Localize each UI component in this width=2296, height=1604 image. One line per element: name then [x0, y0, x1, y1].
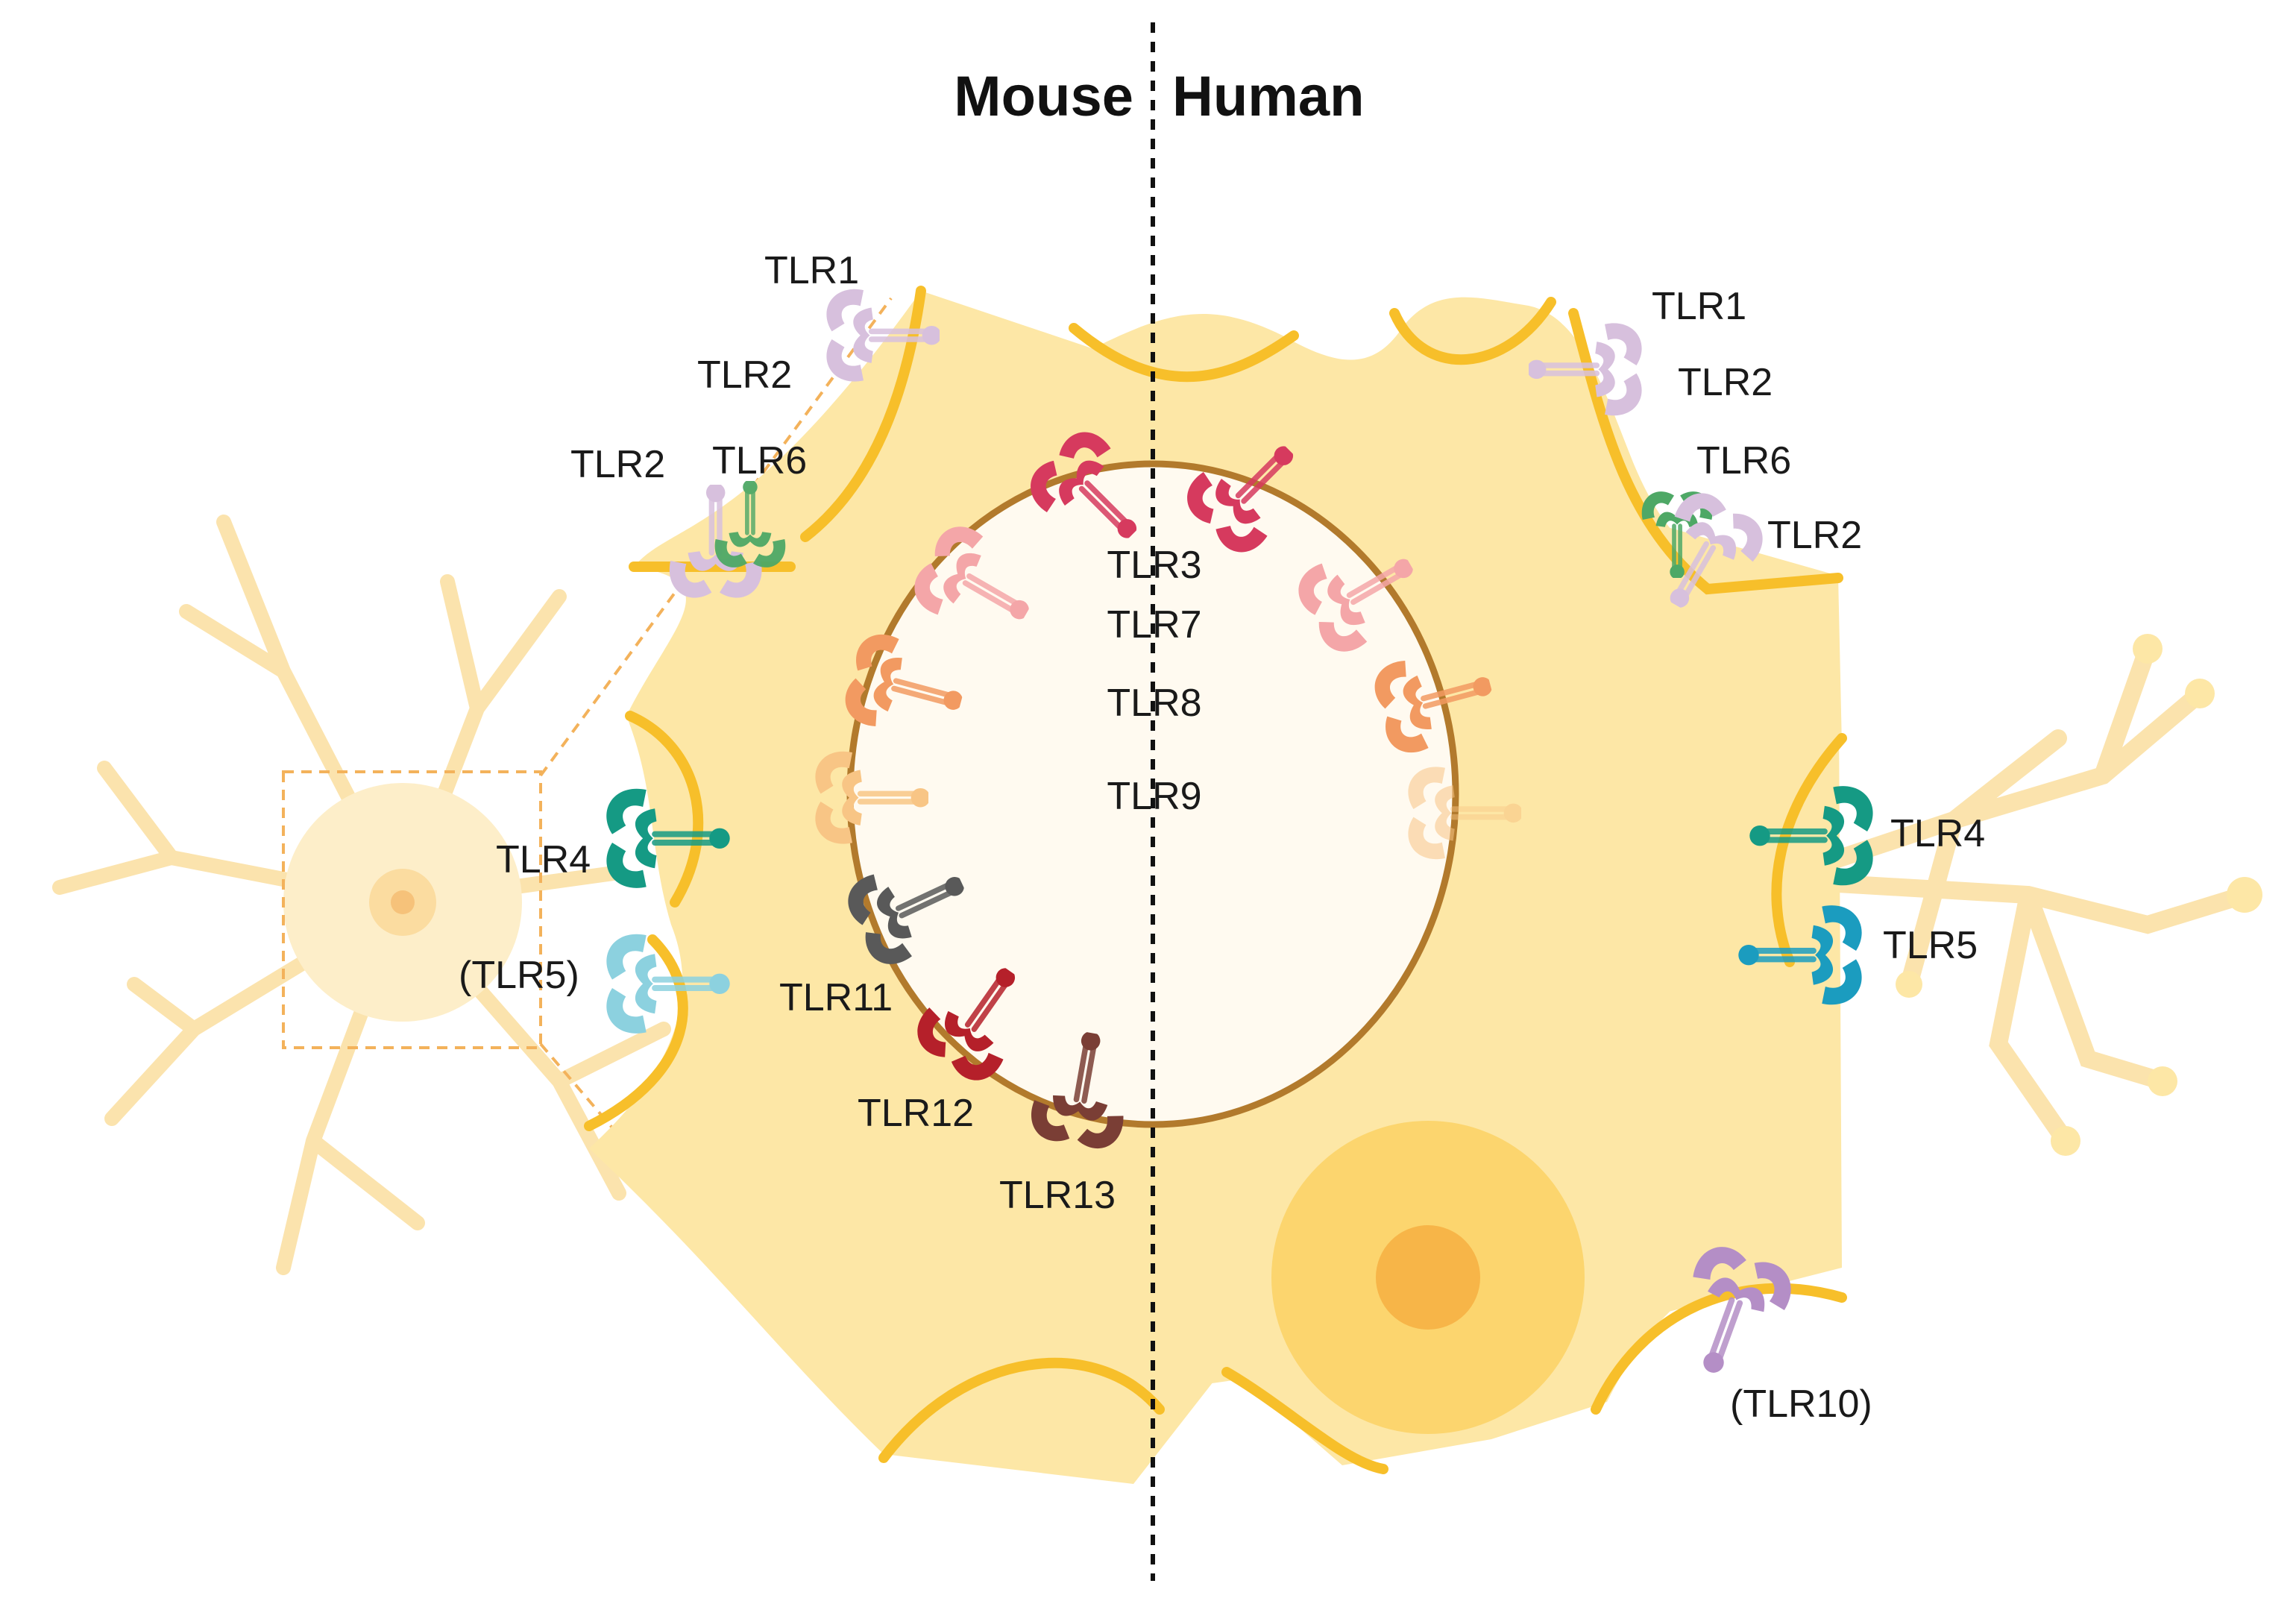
neuron-right-terminals: [1896, 634, 2262, 1156]
label-human-tlr4: TLR4: [1890, 812, 1985, 855]
label-tlr9: TLR9: [1107, 775, 1201, 818]
zoom-box: [282, 770, 542, 1049]
label-tlr8: TLR8: [1107, 682, 1201, 725]
label-human-tlr2-pair: TLR2: [1767, 514, 1862, 557]
neuron-left-nucleolus: [391, 890, 415, 914]
label-mouse-tlr12: TLR12: [858, 1092, 974, 1135]
heading-mouse: Mouse: [954, 65, 1133, 128]
label-mouse-tlr2-top: TLR2: [697, 353, 792, 397]
neuron-left: [52, 515, 671, 1275]
neuron-right: [1766, 640, 2253, 1150]
label-mouse-tlr4: TLR4: [496, 838, 591, 881]
label-human-tlr10: (TLR10): [1730, 1383, 1872, 1426]
label-tlr3: TLR3: [1107, 544, 1201, 587]
label-mouse-tlr6: TLR6: [712, 439, 807, 482]
label-human-tlr6: TLR6: [1696, 439, 1791, 482]
label-mouse-tlr1: TLR1: [764, 249, 859, 292]
label-human-tlr5: TLR5: [1883, 924, 1978, 967]
label-human-tlr1: TLR1: [1652, 285, 1746, 328]
organelle-inner: [1376, 1225, 1480, 1330]
label-mouse-tlr13: TLR13: [999, 1174, 1116, 1217]
label-mouse-tlr5: (TLR5): [459, 954, 579, 997]
cell-membrane: [584, 286, 1847, 1474]
label-mouse-tlr11: TLR11: [779, 976, 893, 1019]
label-mouse-tlr2-pair: TLR2: [570, 443, 665, 486]
label-human-tlr2-top: TLR2: [1678, 361, 1773, 404]
label-tlr7: TLR7: [1107, 603, 1201, 647]
heading-human: Human: [1172, 65, 1365, 128]
